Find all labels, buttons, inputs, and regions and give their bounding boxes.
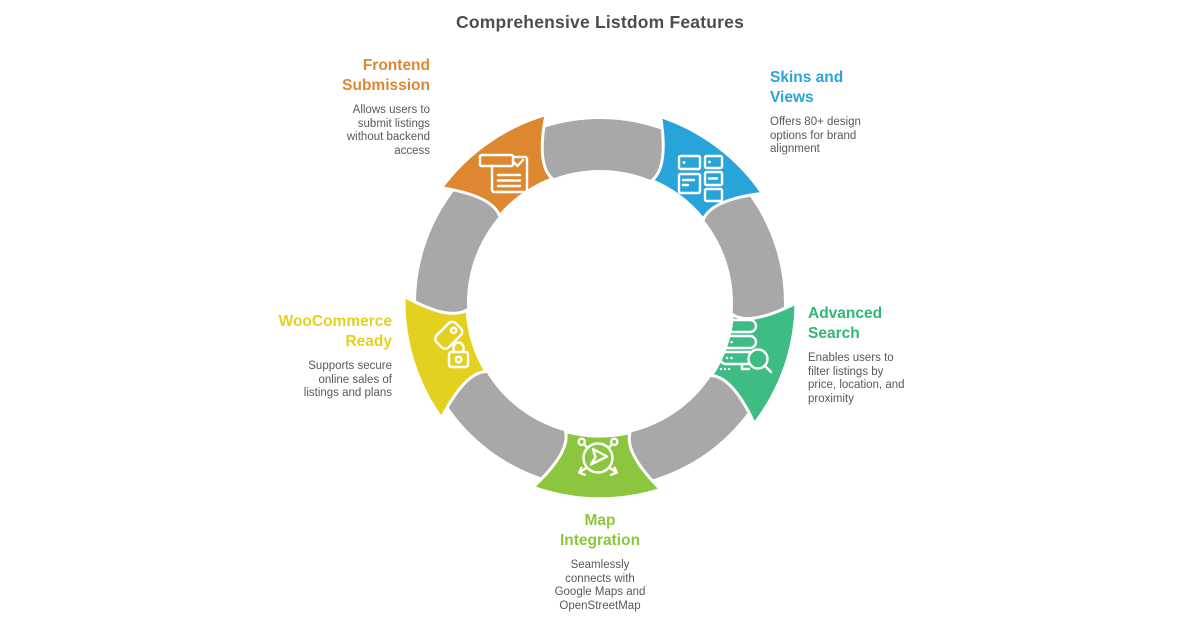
navigation-share-icon bbox=[577, 437, 619, 476]
feature-advanced-search: Advanced Search Enables users to filter … bbox=[808, 304, 948, 406]
feature-description: Seamlessly connects with Google Maps and… bbox=[554, 559, 646, 612]
layout-grid-icon bbox=[677, 154, 724, 203]
feature-map-integration: Map Integration Seamlessly connects with… bbox=[510, 511, 690, 613]
feature-skins-views: Skins and Views Offers 80+ design option… bbox=[770, 68, 905, 157]
feature-description: Offers 80+ design options for brand alig… bbox=[770, 116, 861, 156]
feature-description: Enables users to filter listings by pric… bbox=[808, 352, 905, 405]
feature-title: Skins and Views bbox=[770, 69, 844, 106]
page-title: Comprehensive Listdom Features bbox=[455, 12, 745, 32]
feature-description: Allows users to submit listings without … bbox=[346, 104, 430, 157]
feature-title: WooCommerce Ready bbox=[278, 313, 392, 350]
feature-title: Frontend Submission bbox=[342, 57, 430, 94]
feature-title: Map Integration bbox=[559, 512, 641, 549]
feature-frontend-submission: Frontend Submission Allows users to subm… bbox=[250, 56, 430, 158]
database-search-icon bbox=[718, 318, 773, 374]
segment-map-integration bbox=[530, 429, 664, 501]
feature-woocommerce-ready: WooCommerce Ready Supports secure online… bbox=[212, 312, 392, 401]
feature-title: Advanced Search bbox=[808, 305, 883, 342]
tag-lock-icon bbox=[434, 320, 470, 369]
segment-woocommerce-ready bbox=[402, 293, 489, 422]
form-submission-icon bbox=[478, 153, 529, 194]
feature-description: Supports secure online sales of listings… bbox=[303, 360, 392, 400]
